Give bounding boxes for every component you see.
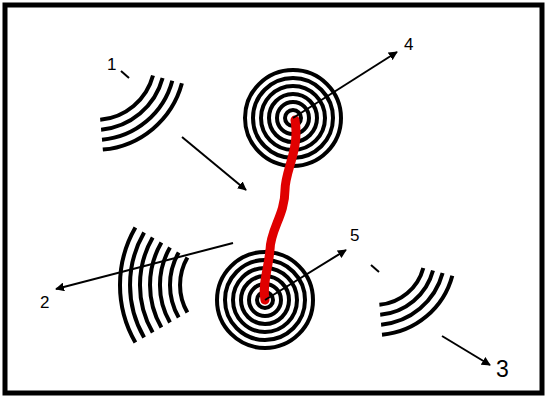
callout-number: 2 [40,294,49,311]
wavefront-3 [379,268,452,335]
callout-number: 1 [107,56,116,73]
frame [5,5,542,393]
leader-ticks [121,71,379,272]
callout-number: 5 [350,227,359,244]
callout-number: 4 [404,36,413,53]
callout-number: 3 [496,358,509,381]
wavefront-2 [120,228,187,343]
wavefront-1 [100,76,182,150]
fault-rupture [264,120,296,300]
arrows [56,52,490,365]
